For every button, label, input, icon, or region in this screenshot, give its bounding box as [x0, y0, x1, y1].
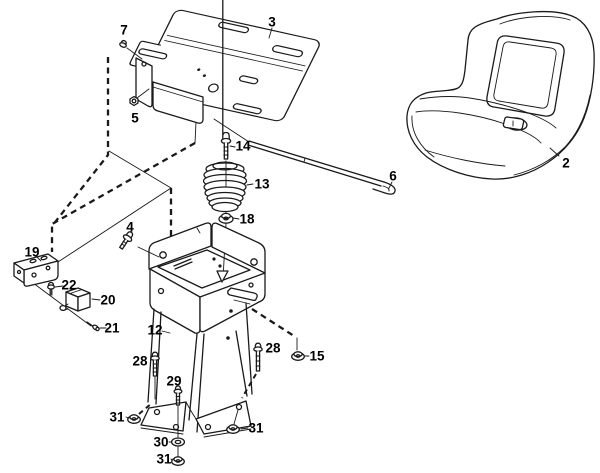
screw-21 [86, 321, 100, 332]
leader-4 [137, 246, 160, 258]
callout-5: 5 [131, 110, 139, 126]
leader-5 [136, 88, 150, 99]
leader-19 [35, 255, 42, 262]
bracket-19 [13, 253, 59, 287]
bolt-29 [173, 385, 183, 406]
bolt-28-left [150, 351, 160, 377]
leader-3 [268, 27, 273, 39]
leader-7 [126, 47, 143, 60]
callout-31-bottom: 31 [156, 451, 172, 467]
callout-4: 4 [126, 219, 134, 235]
leader-31-bottom [170, 458, 173, 461]
plate-left-fold [135, 57, 153, 108]
seat [406, 11, 595, 180]
leader-6 [388, 181, 393, 189]
callout-7: 7 [120, 22, 128, 38]
leader-22 [54, 285, 64, 288]
pedestal-floor [157, 249, 251, 289]
callout-31-left: 31 [109, 409, 125, 425]
callout-3: 3 [268, 14, 276, 30]
callout-29: 29 [166, 373, 182, 389]
pedestal-left-wing [148, 222, 212, 270]
nut-15 [291, 351, 305, 361]
callout-22: 22 [61, 277, 77, 293]
seat-rod [213, 118, 396, 195]
callout-6: 6 [389, 168, 397, 184]
callout-12: 12 [147, 322, 163, 338]
leaders-14-13-18 [229, 145, 254, 220]
callout-2: 2 [562, 155, 570, 171]
nut-31-bottom [171, 456, 185, 466]
bolt-4 [119, 231, 134, 250]
leader-31-right-line [233, 409, 239, 425]
pedestal-left-foot [140, 401, 187, 432]
leader-30 [168, 441, 179, 457]
leader-20 [91, 298, 101, 301]
callout-15: 15 [309, 348, 325, 364]
bolt-14 [220, 0, 232, 160]
seat-mounting-plate [129, 9, 320, 124]
screw-22 [47, 281, 55, 296]
nut-18 [218, 212, 234, 224]
callout-18: 18 [239, 211, 255, 227]
callout-30: 30 [153, 434, 169, 450]
leader-31-left [125, 416, 130, 419]
callout-21: 21 [104, 320, 120, 336]
callout-31-right: 31 [248, 420, 264, 436]
spring-13 [202, 161, 248, 213]
callout-28-right: 28 [265, 340, 281, 356]
nut-5 [129, 95, 139, 107]
screw-7 [119, 39, 127, 48]
nut-31-right [226, 424, 240, 434]
leader-12 [161, 330, 171, 334]
callout-19: 19 [24, 244, 40, 260]
switch-axis-line [24, 276, 92, 327]
pedestal-lever [227, 287, 258, 301]
callout-20: 20 [100, 292, 116, 308]
pedestal [140, 222, 266, 438]
leader-2 [549, 147, 560, 157]
alignment-arrow [216, 270, 229, 283]
backrest-panel [486, 35, 565, 117]
switch-20 [59, 287, 91, 312]
plate-front-flange [152, 81, 204, 124]
leader-31-right [240, 427, 249, 430]
callout-28-left: 28 [132, 353, 148, 369]
pedestal-right-face [199, 272, 266, 333]
callout-14: 14 [235, 138, 251, 154]
nut-31-left [127, 414, 141, 424]
bolt-28-right [253, 342, 263, 372]
callout-13: 13 [254, 176, 270, 192]
washer-30 [170, 437, 186, 447]
